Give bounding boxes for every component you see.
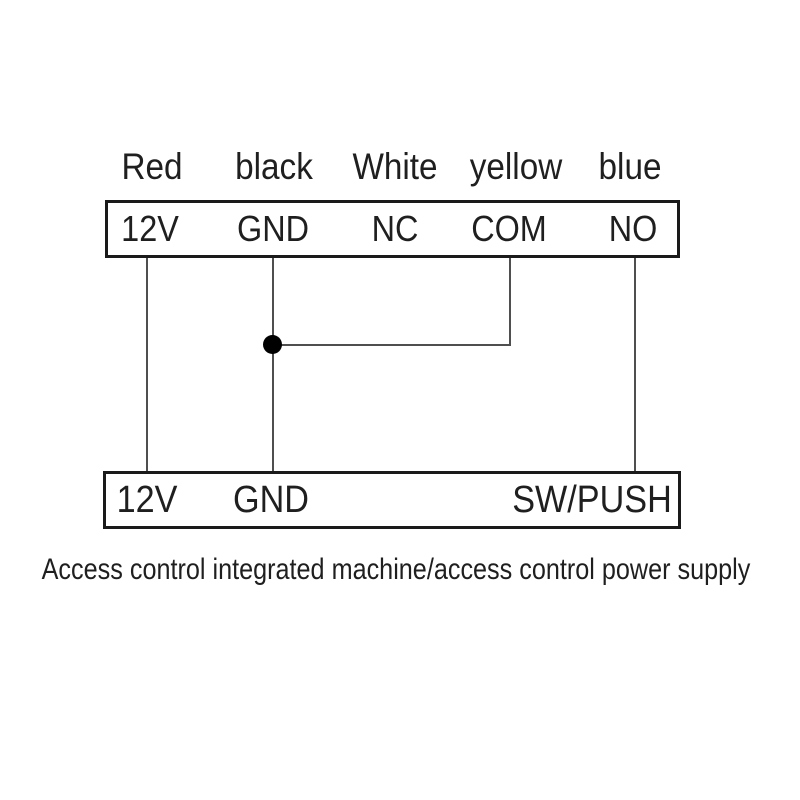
wire-yellow-com [509, 258, 511, 345]
device-terminal-com: COM [471, 208, 547, 249]
wire-color-label-white: White [352, 146, 438, 187]
wire-com-to-gnd-link [273, 344, 511, 346]
device-terminal-no: NO [608, 208, 658, 249]
device-terminal-12v: 12V [121, 208, 179, 249]
power-terminal-12v: 12V [116, 479, 178, 521]
device-terminal-gnd: GND [237, 208, 309, 249]
power-terminal-sw-push: SW/PUSH [512, 479, 672, 521]
wire-black-gnd [272, 258, 274, 471]
power-supply-terminal-box [103, 471, 681, 529]
device-terminal-nc: NC [371, 208, 419, 249]
wire-color-label-red: Red [121, 146, 183, 187]
wire-color-label-blue: blue [598, 146, 662, 187]
power-terminal-gnd: GND [232, 479, 310, 521]
diagram-caption: Access control integrated machine/access… [41, 553, 751, 586]
wire-blue-no [634, 258, 636, 471]
wire-color-label-black: black [235, 146, 313, 187]
device-terminal-box [105, 200, 680, 258]
wire-color-label-yellow: yellow [469, 146, 563, 187]
junction-dot [263, 335, 282, 354]
wire-red-12v [146, 258, 148, 471]
